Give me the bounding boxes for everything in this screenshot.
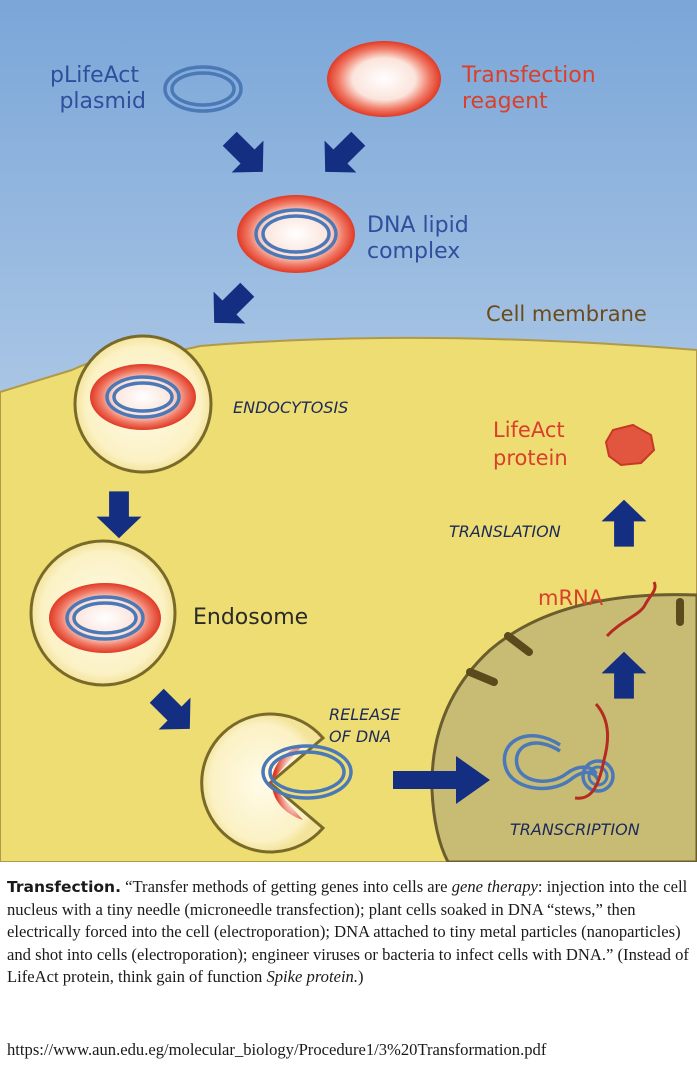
arrow-release-to-nucleus (393, 756, 490, 804)
caption-lead: Transfection. (7, 878, 121, 896)
caption-emphasis-2: Spike protein. (266, 967, 359, 986)
protein-label-line-1: LifeAct (493, 418, 565, 442)
caption-text-2: : injection into the cell nucleus with a… (7, 877, 689, 986)
svg-text:RELEASE OF DNA: RELEASE OF DNA (329, 705, 406, 746)
mrna-strand-icon (605, 581, 657, 638)
protein-label-line-2: protein (493, 446, 568, 470)
membrane-label: Cell membrane (486, 302, 647, 326)
endocytosis-vesicle-icon (73, 334, 213, 474)
nuclear-pore (504, 632, 533, 656)
release-label-line-1: RELEASE (329, 705, 401, 724)
endosome-label: Endosome (193, 605, 308, 630)
transfection-reagent-icon (327, 41, 441, 117)
caption-text-3: ) (358, 967, 364, 986)
plasmid-label-line-1: pLifeAct (50, 63, 139, 88)
plasmid-icon (163, 65, 243, 113)
mrna-strand-nuclear (574, 703, 609, 800)
caption-text-1: “Transfer methods of getting genes into … (120, 877, 452, 896)
reagent-label-line-2: reagent (462, 89, 548, 114)
figure-caption: Transfection. “Transfer methods of getti… (7, 876, 692, 989)
svg-text:LifeAct protein: LifeAct protein (493, 418, 571, 470)
transfection-diagram: pLifeAct plasmid Transfection reagent DN… (0, 0, 697, 862)
nuclear-pore (466, 668, 498, 686)
svg-text:DNA lipid complex: DNA lipid complex (367, 213, 476, 264)
complex-label-line-1: DNA lipid (367, 213, 469, 238)
lifeact-protein-icon (604, 423, 656, 467)
source-url: https://www.aun.edu.eg/molecular_biology… (7, 1040, 547, 1059)
transcription-label: TRANSCRIPTION (510, 820, 640, 839)
svg-text:pLifeAct plasmid: pLifeAct plasmid (50, 63, 146, 114)
endocytosis-label: ENDOCYTOSIS (233, 398, 348, 417)
nuclear-dna-icon (502, 703, 615, 800)
plasmid-label-line-2: plasmid (59, 89, 146, 114)
complex-label-line-2: complex (367, 239, 460, 264)
translation-label: TRANSLATION (449, 522, 561, 541)
reagent-label-line-1: Transfection (461, 63, 596, 88)
mrna-label: mRNA (538, 586, 604, 610)
svg-text:Transfection reagent: Transfection reagent (461, 63, 603, 114)
dna-lipid-complex-icon (237, 195, 355, 273)
endosome-icon (29, 539, 177, 687)
dna-release-icon (200, 712, 353, 854)
caption-emphasis: gene therapy (451, 877, 538, 896)
release-label-line-2: OF DNA (329, 727, 391, 746)
